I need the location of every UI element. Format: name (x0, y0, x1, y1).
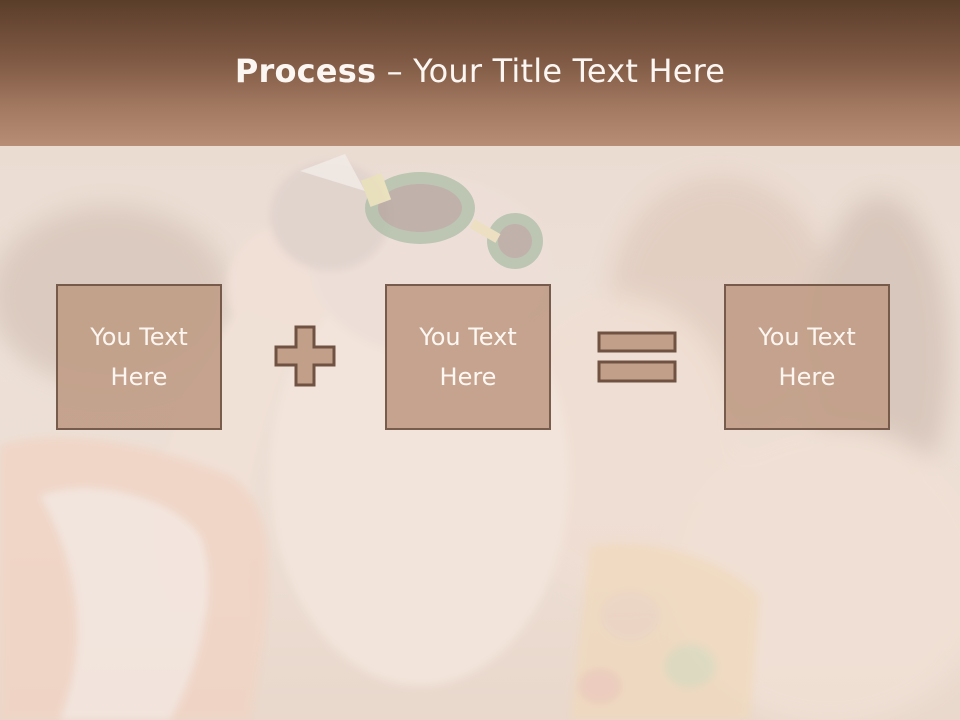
washed-photo-illustration (0, 146, 960, 720)
process-box-1[interactable]: You Text Here (56, 284, 222, 430)
title-rest: – Your Title Text Here (376, 52, 726, 90)
plus-icon (274, 325, 336, 387)
slide-title[interactable]: Process – Your Title Text Here (0, 52, 960, 90)
title-bar: Process – Your Title Text Here (0, 0, 960, 146)
title-bold: Process (234, 52, 377, 90)
process-box-2-text: You Text Here (419, 323, 517, 391)
equals-icon (597, 331, 677, 383)
process-box-2[interactable]: You Text Here (385, 284, 551, 430)
background-photo (0, 146, 960, 720)
process-box-3-text: You Text Here (758, 323, 856, 391)
process-box-3[interactable]: You Text Here (724, 284, 890, 430)
process-box-1-text: You Text Here (90, 323, 188, 391)
